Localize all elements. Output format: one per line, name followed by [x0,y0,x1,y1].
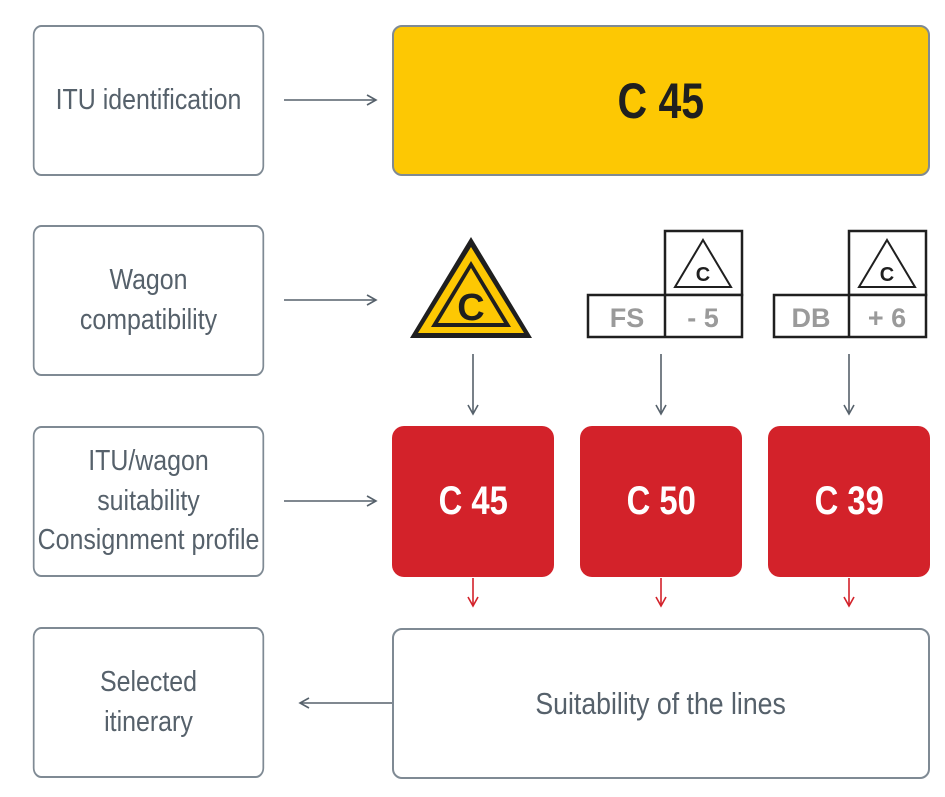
fs-value: - 5 [687,303,719,333]
profile-code-3: C 39 [814,479,884,523]
itu-wagon-suitability-line-1: ITU/wagon [88,445,209,478]
db-sign-letter: C [880,264,894,286]
profile-box-3: C 39 [768,426,930,577]
selected-itinerary-line-2: itinerary [104,705,193,738]
line-suitability-box: Suitability of the lines [392,628,930,779]
profile-box-2: C 50 [580,426,742,577]
selected-itinerary-box: Selected itinerary [32,627,265,778]
itu-code-box: C 45 [392,25,930,176]
itu-wagon-suitability-line-2: suitability [97,484,200,517]
line-suitability-label: Suitability of the lines [535,685,787,721]
db-value: + 6 [868,303,906,333]
db-code-table: C DB + 6 [772,229,928,339]
itu-wagon-suitability-box: ITU/wagon suitability Consignment profil… [32,426,265,577]
fs-label: FS [610,303,645,333]
fs-sign-letter: C [696,264,710,286]
profile-code-2: C 50 [626,479,696,523]
itu-code: C 45 [617,72,705,129]
warning-sign-letter: C [457,287,484,329]
wagon-compatibility-line-1: Wagon [109,264,188,297]
profile-code-1: C 45 [438,479,508,523]
wagon-compatibility-box: Wagon compatibility [32,225,265,376]
warning-triangle-icon: C [410,237,532,338]
wagon-compatibility-line-2: compatibility [79,303,218,336]
itu-identification-box: ITU identification [32,25,265,176]
db-label: DB [792,303,831,333]
itu-identification-label: ITU identification [55,83,242,116]
profile-box-1: C 45 [392,426,554,577]
itu-wagon-suitability-line-3: Consignment profile [37,524,260,557]
fs-code-table: C FS - 5 [586,229,744,339]
selected-itinerary-line-1: Selected [99,666,198,699]
